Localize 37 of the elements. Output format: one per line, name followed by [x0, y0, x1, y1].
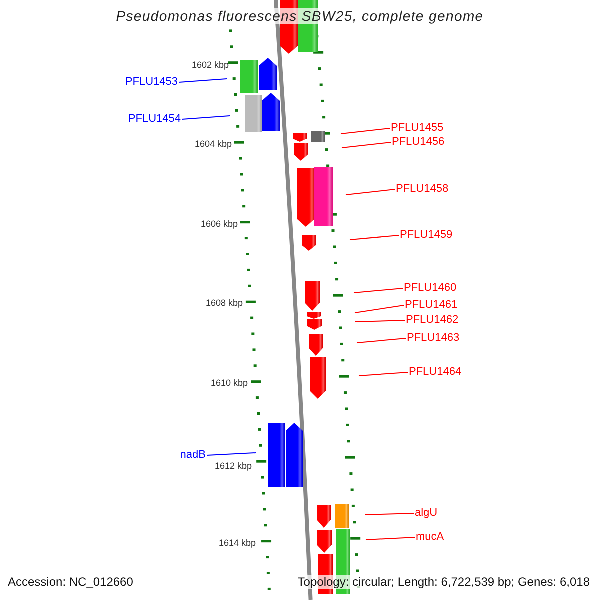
leader-line [346, 189, 396, 196]
gene-label: mucA [416, 530, 444, 544]
leader-line [354, 288, 404, 294]
scale-label: 1606 kbp [200, 218, 238, 230]
scale-label: 1612 kbp [214, 460, 252, 472]
gene-label: PFLU1459 [400, 228, 453, 242]
leader-line [178, 78, 228, 83]
scale-label: 1604 kbp [194, 138, 232, 150]
gene-label: PFLU1462 [406, 314, 459, 326]
gene-label: PFLU1454 [128, 112, 181, 126]
leader-line [354, 320, 406, 322]
leader-line [342, 142, 392, 148]
genome-info-text: Topology: circular; Length: 6,722,539 bp; Genes: 6,018 [298, 575, 590, 589]
leader-line [206, 452, 256, 456]
scale-label: 1614 kbp [218, 538, 256, 548]
scale-label: 1610 kbp [210, 378, 248, 388]
accession-text: Accession: NC_012660 [8, 575, 134, 589]
leader-line [182, 116, 230, 120]
gene-label: PFLU1461 [405, 298, 458, 312]
leader-line [358, 372, 408, 376]
leader-line [356, 338, 406, 344]
scale-label: 1608 kbp [206, 298, 243, 308]
gene-label: PFLU1464 [409, 366, 462, 378]
gene-label: PFLU1456 [392, 136, 445, 148]
leader-line [340, 128, 390, 134]
gene-label: PFLU1453 [125, 76, 178, 88]
gene-label: PFLU1458 [396, 182, 449, 196]
leader-line [366, 537, 416, 540]
leader-line [364, 513, 414, 516]
gene-label: algU [415, 506, 438, 520]
gene-label: nadB [180, 448, 206, 462]
leader-line [354, 305, 404, 314]
gene-label: PFLU1460 [404, 282, 457, 294]
gene-label: PFLU1463 [407, 332, 460, 344]
gene-label: PFLU1455 [391, 122, 444, 134]
leader-line [350, 235, 400, 240]
scale-label: 1602 kbp [192, 60, 229, 70]
